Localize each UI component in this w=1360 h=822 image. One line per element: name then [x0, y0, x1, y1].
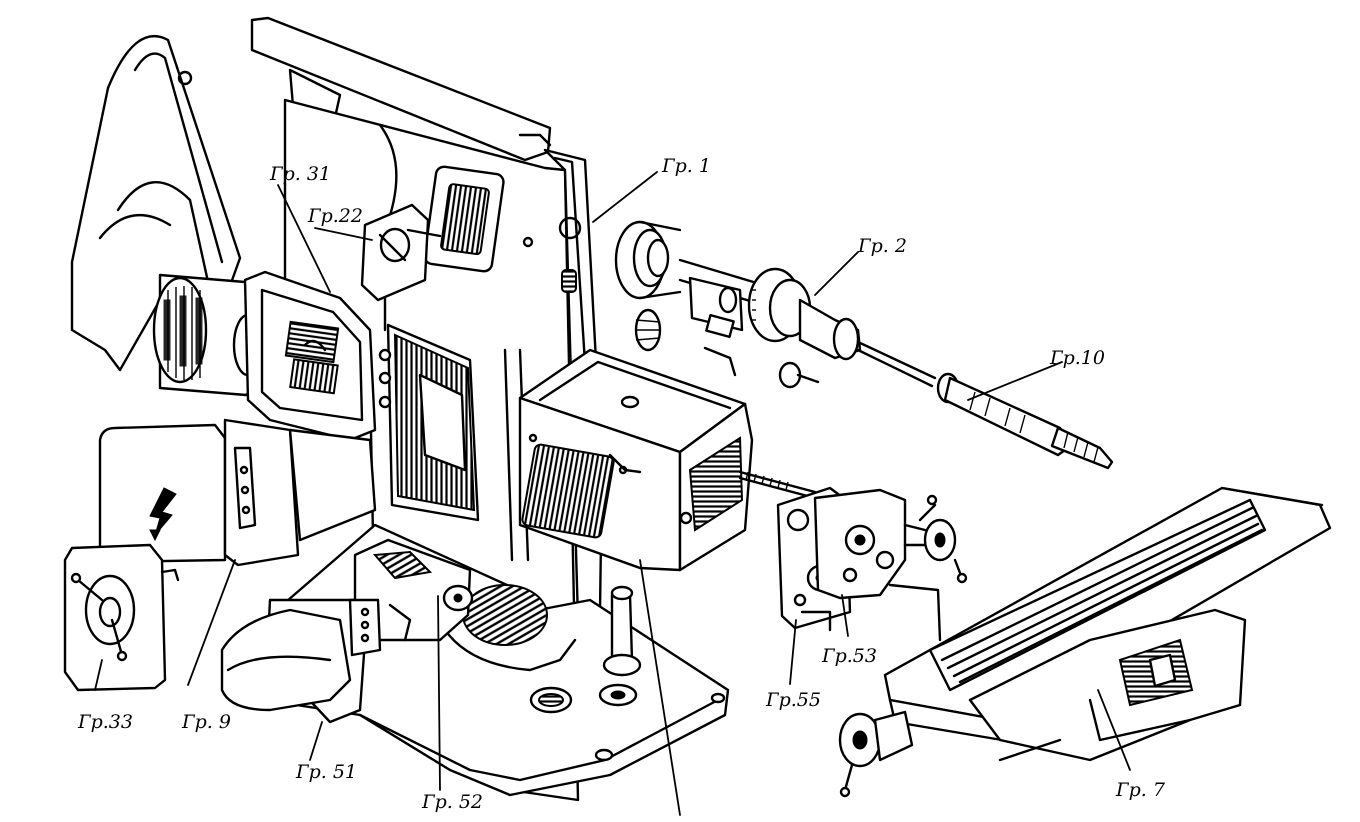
selector-knob-gr22	[360, 203, 442, 302]
cone-head-gr51	[220, 598, 382, 724]
label-gr31: Гр. 31	[269, 163, 331, 185]
label-gr7: Гр. 7	[1115, 779, 1166, 801]
motor-plate-gr31	[243, 270, 392, 442]
feed-gearbox-gr53-gr55	[738, 470, 968, 642]
group-labels: Гр. 1 Гр. 2 Гр.10 Гр. 31 Гр.22 Гр.33 Гр.…	[77, 155, 1166, 813]
label-gr55: Гр.55	[765, 689, 821, 711]
label-gr51: Гр. 51	[295, 761, 357, 783]
switch-gr33	[63, 543, 180, 692]
spindle-gr2	[614, 220, 862, 389]
cabinet-gr9	[98, 418, 377, 567]
label-gr10: Гр.10	[1049, 347, 1105, 369]
label-gr1: Гр. 1	[661, 155, 711, 177]
knee	[518, 348, 754, 572]
label-gr52: Гр. 52	[421, 791, 483, 813]
table-gr7	[838, 486, 1332, 798]
overarm-bracket-gr52	[353, 538, 474, 642]
label-gr33: Гр.33	[77, 711, 133, 733]
leader-lines	[94, 171, 1131, 816]
arbor-gr10	[856, 340, 1114, 470]
label-gr53: Гр.53	[821, 645, 877, 667]
label-gr22: Гр.22	[307, 205, 363, 227]
label-gr2: Гр. 2	[857, 235, 907, 257]
label-gr9: Гр. 9	[181, 711, 231, 733]
